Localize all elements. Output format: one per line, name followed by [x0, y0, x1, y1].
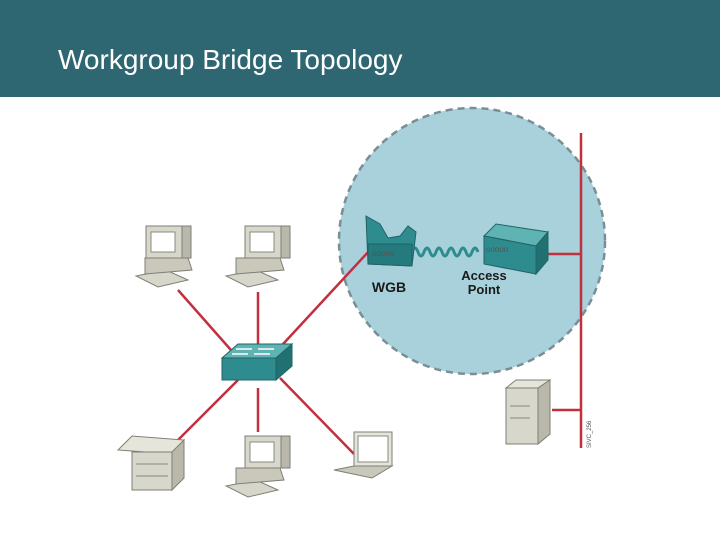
- slide-title: Workgroup Bridge Topology: [58, 44, 403, 75]
- wired-links: [171, 133, 583, 455]
- link-switch-pc1: [177, 289, 239, 359]
- svg-text:ooooo: ooooo: [372, 249, 395, 258]
- server-icon: [504, 379, 552, 446]
- access-point-label-line1: Access: [461, 268, 507, 283]
- wireless-link: [410, 246, 480, 258]
- wireless-coverage-area: [337, 106, 607, 376]
- slide-header: Workgroup Bridge Topology: [0, 0, 720, 97]
- figure-id-label: SIVC_256: [587, 420, 593, 448]
- workstation-icon: [224, 225, 291, 288]
- link-switch-wgb: [271, 249, 371, 357]
- svg-text:ooooo: ooooo: [486, 245, 509, 254]
- switch-icon: [220, 342, 294, 382]
- wgb-icon: ooooo: [365, 215, 417, 267]
- link-switch-printer: [171, 379, 239, 447]
- access-point-label-line2: Point: [468, 282, 501, 297]
- link-switch-laptop: [279, 377, 355, 455]
- wgb-label: WGB: [372, 279, 406, 295]
- printer-icon: [116, 435, 186, 492]
- access-point-icon: ooooo: [482, 223, 549, 276]
- laptop-icon: [333, 431, 394, 479]
- workstation-icon: [224, 435, 291, 498]
- workstation-icon: [134, 225, 193, 288]
